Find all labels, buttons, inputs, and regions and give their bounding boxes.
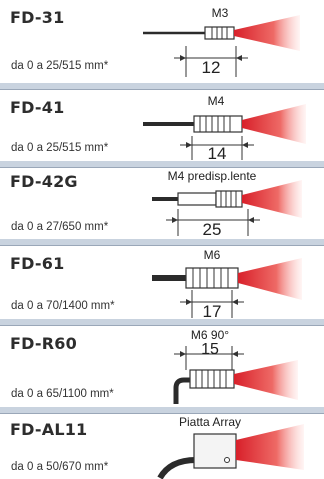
thread-label: M4 [208,94,225,108]
fiber-diagram: M4 predisp.lente 25 [152,169,302,239]
row-separator [0,319,324,325]
thread-label: M4 predisp.lente [168,169,257,183]
dimension-label: 15 [201,341,219,358]
sensor-row-fd-42g: FD-42G da 0 a 27/650 mm* M4 p [0,167,324,239]
row-separator [0,239,324,245]
row-separator [0,161,324,167]
dimension-label: 12 [202,58,221,77]
thread-label: M6 [204,248,221,262]
dimension-label: 14 [208,144,227,162]
model-name: FD-41 [10,98,65,117]
fiber-diagram: M6 17 [152,248,302,320]
detection-range: da 0 a 27/650 mm* [11,221,109,233]
sensor-row-fd-61: FD-61 da 0 a 70/1400 mm* [0,245,324,320]
model-name: FD-AL11 [10,420,88,439]
fiber-diagram: M6 90° 15 [173,328,298,404]
model-name: FD-R60 [10,334,77,353]
detection-range: da 0 a 70/1400 mm* [11,300,115,312]
fiber-diagram: M4 14 [143,94,306,162]
row-separator [0,83,324,89]
sensor-row-fd-31: FD-31 da 0 a 25/515 mm* M3 12 [0,0,324,83]
thread-label: M6 90° [191,328,229,342]
sensor-row-fd-41: FD-41 da 0 a 25/515 mm* [0,89,324,162]
thread-label: Piatta Array [179,415,241,429]
sensor-row-fd-r60: FD-R60 da 0 a 65/1100 mm* M6 90° 15 [0,325,324,407]
row-separator [0,407,324,413]
dimension-label: 17 [203,302,222,320]
thread-label: M3 [212,6,229,20]
fiber-diagram: Piatta Array [157,415,304,479]
sensor-row-fd-al11: FD-AL11 da 0 a 50/670 mm* Piatta Array [0,413,324,479]
detection-range: da 0 a 65/1100 mm* [11,388,114,400]
detection-range: da 0 a 25/515 mm* [11,142,109,154]
model-name: FD-42G [10,172,78,191]
model-name: FD-31 [10,8,65,27]
fiber-diagram: M3 12 [143,6,300,77]
model-name: FD-61 [10,254,65,273]
detection-range: da 0 a 50/670 mm* [11,461,109,473]
detection-range: da 0 a 25/515 mm* [11,60,109,72]
dimension-label: 25 [203,220,222,239]
